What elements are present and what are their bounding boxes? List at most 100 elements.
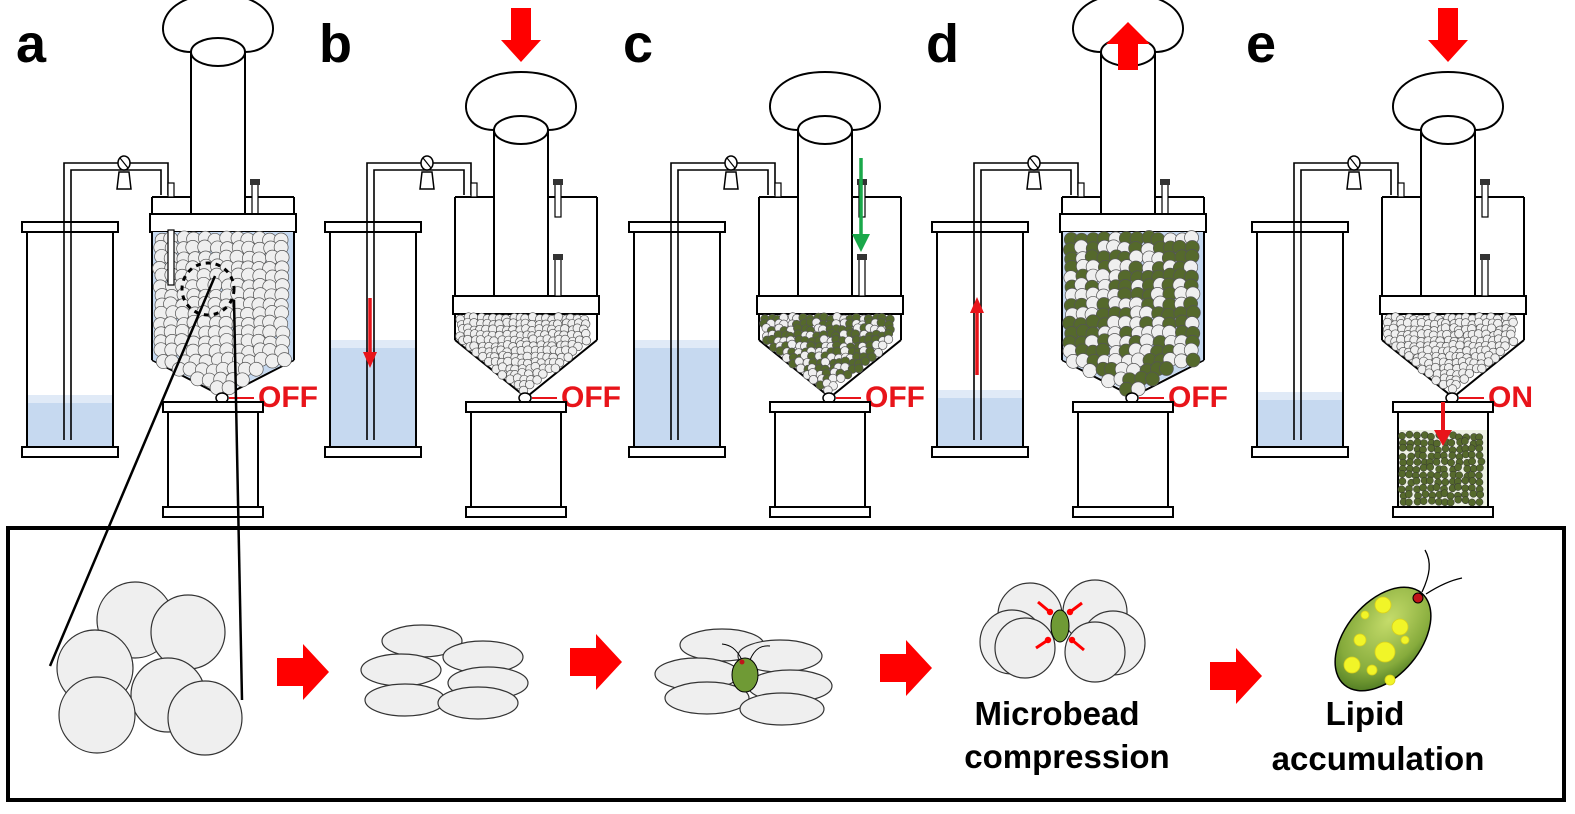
collected-cell <box>1454 463 1462 472</box>
reservoir-liquid-edge <box>634 340 720 348</box>
zoom-circle <box>180 261 236 317</box>
collected-cell <box>1455 471 1464 480</box>
transfer-tube-inner <box>1300 169 1392 440</box>
piston-handle-ring <box>465 70 577 131</box>
panel-letter-e: e <box>1246 14 1276 74</box>
transfer-tube-inner <box>70 169 162 440</box>
microbead <box>538 369 548 379</box>
collected-cell <box>1428 496 1436 505</box>
compression-arrow-tip <box>1068 636 1076 644</box>
piston-handle-ring <box>769 70 881 131</box>
piston-shaft-top <box>493 115 549 145</box>
tube-valve-mark <box>119 157 129 169</box>
plate-bolt-cap <box>857 254 867 260</box>
bolt-left <box>774 182 782 198</box>
beaker-bottom-rim <box>769 506 871 518</box>
reservoir-bottom-rim <box>21 446 119 458</box>
piston-shaft <box>1420 130 1476 297</box>
plate-bolt <box>858 257 866 297</box>
beaker-bottom-rim <box>1072 506 1174 518</box>
bead-bed <box>455 312 592 396</box>
lipid-droplet <box>1400 635 1410 645</box>
microbead <box>1431 375 1441 385</box>
compression-arrow-tip <box>1044 636 1052 644</box>
reservoir-liquid <box>1257 392 1343 447</box>
microbead <box>873 347 883 358</box>
collected-cell <box>1419 497 1428 505</box>
collected-cell <box>1468 457 1476 466</box>
reservoir-top-rim <box>931 221 1029 233</box>
bead-bed <box>152 230 293 396</box>
mechanism-frame <box>6 526 1566 802</box>
compressed-microbead <box>437 686 519 720</box>
collected-cell <box>1426 463 1435 471</box>
transfer-tube-outer <box>63 162 169 440</box>
microbead <box>854 363 864 374</box>
microbead <box>1459 374 1469 384</box>
piston-handle-ring <box>1072 0 1184 53</box>
collected-cell <box>1440 471 1449 479</box>
microbead <box>878 340 888 350</box>
microbead <box>836 373 846 383</box>
transfer-tube-outer <box>973 162 1079 440</box>
loose-microbead <box>58 676 136 754</box>
piston-plate <box>149 213 297 233</box>
collected-cell <box>1461 476 1470 485</box>
collected-cell <box>1406 458 1414 467</box>
transfer-tube-outer <box>670 162 776 440</box>
bolt-left <box>470 182 478 198</box>
caption-compression-line2: compression <box>964 738 1169 775</box>
collected-cell <box>1419 463 1428 472</box>
reservoir-liquid <box>634 340 720 447</box>
beaker-bottom-rim <box>1392 506 1494 518</box>
collected-cell <box>1454 483 1462 491</box>
collected-cell <box>1476 464 1484 472</box>
collected-cell <box>1461 496 1470 505</box>
microbead <box>883 334 894 344</box>
bead-bed <box>1382 312 1519 394</box>
piston-plate <box>1059 213 1207 233</box>
plate-bolt <box>554 257 562 297</box>
collected-cell <box>1405 443 1414 452</box>
microbead <box>867 352 877 362</box>
piston-shaft <box>1100 52 1156 215</box>
step-arrow <box>1210 648 1262 704</box>
microbead <box>860 356 870 366</box>
collected-cell <box>1405 430 1414 439</box>
panel-e: eON <box>1246 8 1533 518</box>
collected-cell <box>1477 457 1486 466</box>
piston-shaft <box>190 52 246 215</box>
collected-cell <box>1463 465 1472 473</box>
collected-cell <box>1398 432 1406 440</box>
collected-cell <box>1405 470 1413 479</box>
reservoir-bottom-rim <box>1251 446 1349 458</box>
collected-cell <box>1427 444 1436 453</box>
bolt-right <box>554 182 562 218</box>
collected-cell <box>1447 458 1455 467</box>
lipid-droplet <box>1374 596 1392 614</box>
bolt-right <box>251 182 259 218</box>
bead-bed <box>759 312 895 395</box>
tube-valve-mark <box>422 157 432 169</box>
reservoir-bottom-rim <box>628 446 726 458</box>
cell-flagellum <box>1421 549 1430 593</box>
collected-cell <box>1468 498 1476 507</box>
beaker-body <box>1077 411 1169 508</box>
collected-cell <box>1469 489 1478 498</box>
collected-cell <box>1476 490 1485 499</box>
zoom-line-left <box>48 275 217 667</box>
microbead <box>277 352 292 367</box>
drain-arrow-head <box>363 352 377 368</box>
reservoir-liquid-edge <box>937 390 1023 398</box>
reservoir-top-rim <box>324 221 422 233</box>
microbead <box>1424 368 1434 378</box>
compressed-microbead <box>364 683 446 717</box>
piston-handle-ring <box>1392 70 1504 131</box>
reservoir-liquid-edge <box>330 340 416 348</box>
bolt-right-cap <box>1160 179 1170 185</box>
tube-valve-mark <box>726 157 736 169</box>
reservoir-top-rim <box>1251 221 1349 233</box>
lipid-droplet <box>1353 633 1367 647</box>
